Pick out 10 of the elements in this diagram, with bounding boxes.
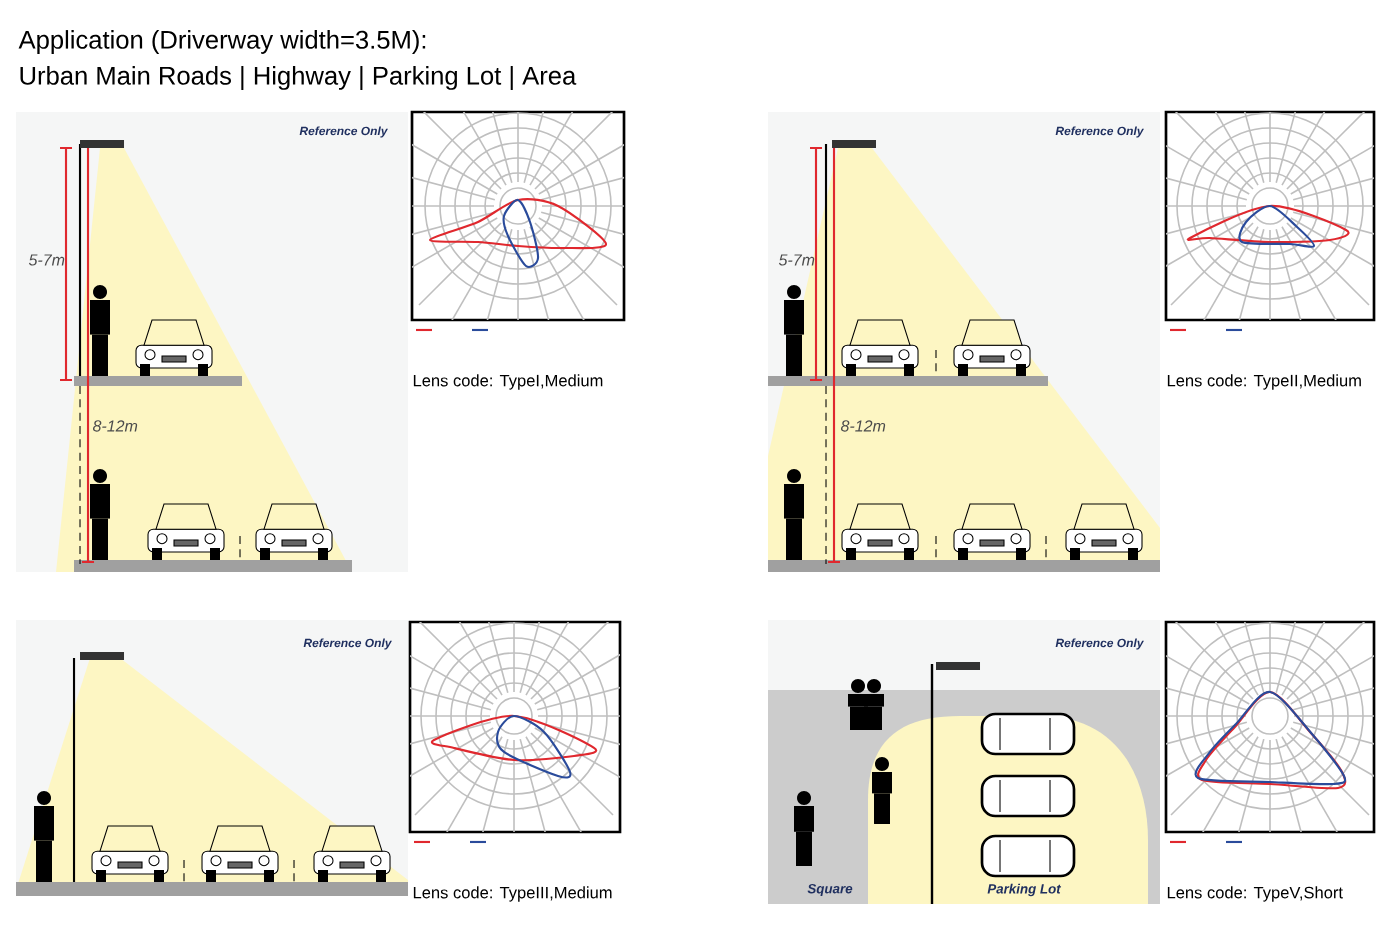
lens-code-label: Lens code: TypeII,Medium [1167, 374, 1361, 390]
dimension-label: 5-7m [778, 254, 815, 266]
lens-code-label: Lens code: TypeI,Medium [413, 374, 603, 390]
lens-code-label: Lens code: TypeIII,Medium [413, 886, 612, 902]
dimension-label: 5-7m [28, 254, 65, 266]
lens-code-label: Lens code: TypeV,Short [1167, 886, 1343, 902]
dimension-label: 8-12m [92, 420, 138, 432]
subtitle: Urban Main Roads | Highway | Parking Lot | Area [20, 66, 577, 90]
dimension-label: 8-12m [840, 420, 886, 432]
title: Application (Driverway width=3.5M): [18, 30, 426, 54]
